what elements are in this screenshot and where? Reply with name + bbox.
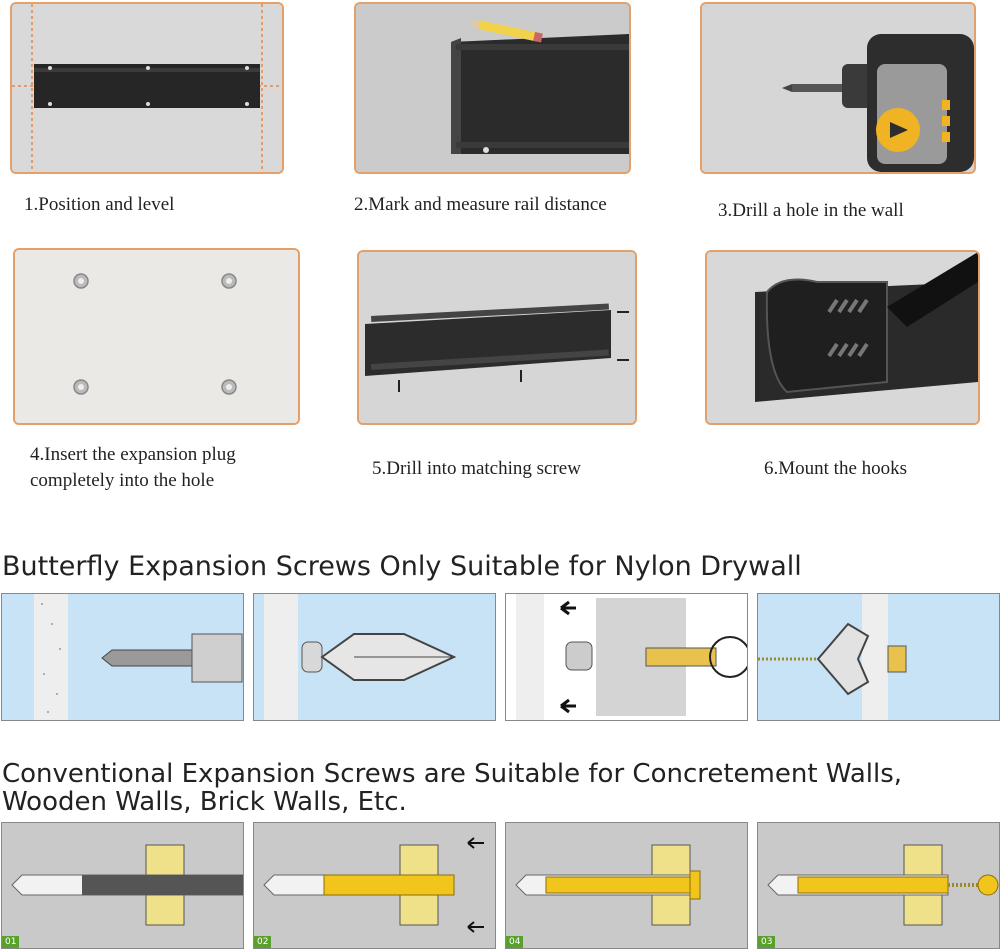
conventional-heading-line-1: Conventional Expansion Screws are Suitab… — [2, 759, 903, 789]
conventional-panel-1: 01 — [1, 822, 244, 949]
step-2-photo — [354, 2, 631, 174]
panel-badge: 01 — [2, 936, 20, 948]
butterfly-anchor-icon — [254, 594, 495, 720]
pencil-mark-icon — [356, 4, 629, 172]
panel-badge: 04 — [506, 936, 524, 948]
step-1-photo — [10, 2, 284, 174]
step-4-photo — [13, 248, 300, 425]
step-2-label: 2.Mark and measure rail distance — [354, 194, 607, 215]
panel-badge: 03 — [758, 936, 776, 948]
butterfly-panel-2 — [253, 593, 496, 721]
panel-badge: 02 — [254, 936, 272, 948]
rail-level-icon — [12, 4, 282, 172]
anchor-seated-icon — [506, 823, 747, 948]
butterfly-panel-1 — [1, 593, 244, 721]
screw-tighten-icon — [758, 823, 999, 948]
drill-icon — [702, 4, 974, 172]
butterfly-panel-4 — [757, 593, 1000, 721]
butterfly-expanded-icon — [758, 594, 999, 720]
wall-plug-icon — [15, 250, 298, 423]
step-5-label: 5.Drill into matching screw — [372, 458, 581, 479]
step-5-photo — [357, 250, 637, 425]
conventional-heading-line-2: Wooden Walls, Brick Walls, Etc. — [2, 787, 407, 817]
step-6-photo — [705, 250, 980, 425]
conventional-panel-4: 03 — [757, 822, 1000, 949]
step-3-label: 3.Drill a hole in the wall — [718, 200, 904, 221]
butterfly-panel-3 — [505, 593, 748, 721]
concrete-drill-icon — [2, 823, 243, 948]
step-3-photo — [700, 2, 976, 174]
step-1-label: 1.Position and level — [24, 194, 175, 215]
anchor-insert-icon — [254, 823, 495, 948]
step-4-label: 4.Insert the expansion plug completely i… — [30, 444, 236, 491]
screw-rail-icon — [359, 252, 635, 423]
press-anchor-icon — [506, 594, 747, 720]
drill-bit-icon — [2, 594, 243, 720]
butterfly-heading: Butterfly Expansion Screws Only Suitable… — [2, 551, 802, 582]
conventional-panel-3: 04 — [505, 822, 748, 949]
step-6-label: 6.Mount the hooks — [764, 458, 908, 479]
hook-icon — [707, 252, 978, 423]
conventional-panel-2: 02 — [253, 822, 496, 949]
